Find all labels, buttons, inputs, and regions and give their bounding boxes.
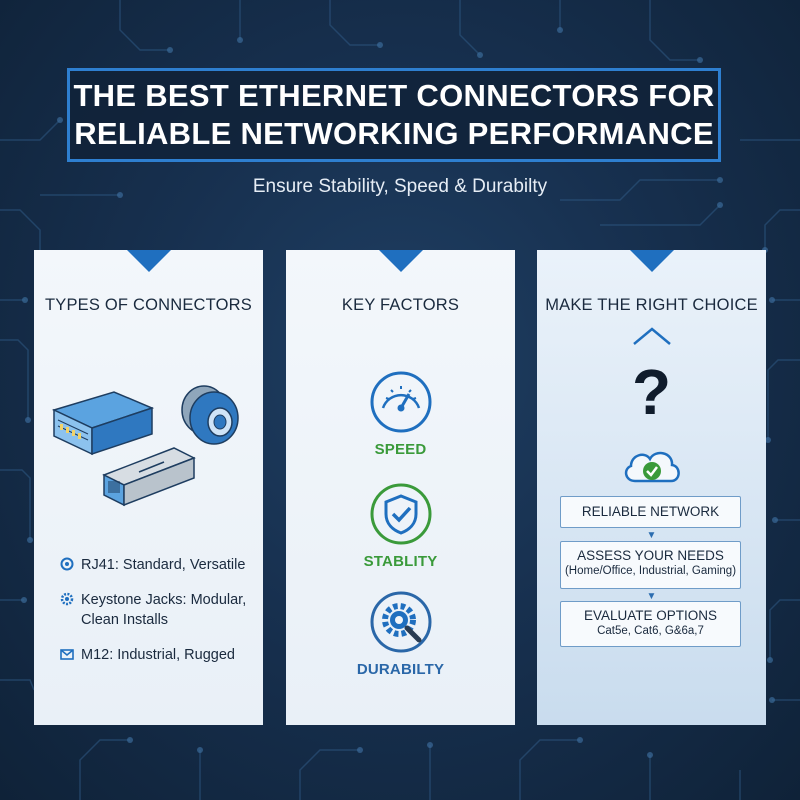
factor-label: SPEED xyxy=(374,441,427,458)
subtitle: Ensure Stability, Speed & Durabilty xyxy=(252,176,548,197)
panel-title: KEY FACTORS xyxy=(341,296,460,314)
envelope-icon xyxy=(60,649,74,660)
factor-stability: STABLITY xyxy=(286,482,515,570)
factor-label: DURABILTY xyxy=(356,661,445,678)
chevron-up-icon xyxy=(633,327,671,345)
step-evaluate-options: EVALUATE OPTIONS Cat5e, Cat6, G&6a,7 xyxy=(560,601,741,647)
keystone-jack-illustration xyxy=(102,447,196,507)
speedometer-icon xyxy=(370,371,431,433)
panel-types-of-connectors: TYPES OF CONNECTORS xyxy=(34,250,263,725)
gear-icon xyxy=(60,592,74,606)
list-item-text: RJ41: Standard, Versatile xyxy=(81,557,246,573)
down-arrow-icon: ▼ xyxy=(646,530,657,541)
connectors-illustration xyxy=(51,385,239,507)
list-item-text: M12: Industrial, Rugged xyxy=(81,647,235,663)
panel-title: TYPES OF CONNECTORS xyxy=(44,296,253,314)
list-item-text: Keystone Jacks: Modular, Clean Installs xyxy=(81,592,247,628)
step-subtitle: Cat5e, Cat6, G&6a,7 xyxy=(597,625,704,637)
step-reliable-network: RELIABLE NETWORK xyxy=(560,496,741,528)
connector-icon xyxy=(60,557,74,571)
panel-notch xyxy=(126,250,171,272)
cloud-check-icon xyxy=(624,451,680,483)
list-item: Keystone Jacks: Modular, Clean Installs xyxy=(60,590,260,630)
list-item: RJ41: Standard, Versatile xyxy=(60,555,260,575)
factor-durability: DURABILTY xyxy=(286,590,515,678)
step-title: RELIABLE NETWORK xyxy=(581,504,720,519)
title-line-1: THE BEST ETHERNET CONNECTORS FOR xyxy=(73,78,715,113)
step-subtitle: (Home/Office, Industrial, Gaming) xyxy=(564,565,737,577)
panel-title: MAKE THE RIGHT CHOICE xyxy=(545,296,758,314)
title-line-2: RELIABLE NETWORKING PERFORMANCE xyxy=(74,116,714,151)
question-mark: ? xyxy=(631,356,672,428)
m12-connector-illustration xyxy=(181,385,239,445)
down-arrow-icon: ▼ xyxy=(646,591,657,602)
factor-speed: SPEED xyxy=(286,370,515,458)
panel-notch xyxy=(378,250,423,272)
step-title: EVALUATE OPTIONS xyxy=(583,608,718,623)
panel-notch xyxy=(629,250,674,272)
connector-list: RJ41: Standard, Versatile Keystone Jacks… xyxy=(60,555,260,680)
list-item: M12: Industrial, Rugged xyxy=(60,645,260,665)
step-title: ASSESS YOUR NEEDS xyxy=(577,548,724,563)
rj-plug-illustration xyxy=(51,391,155,456)
factor-label: STABLITY xyxy=(363,553,438,570)
panel-key-factors: KEY FACTORS SPEED STABLITY xyxy=(286,250,515,725)
title-box: THE BEST ETHERNET CONNECTORS FOR RELIABL… xyxy=(67,68,721,162)
step-assess-needs: ASSESS YOUR NEEDS (Home/Office, Industri… xyxy=(560,541,741,589)
gear-wrench-icon xyxy=(370,591,431,653)
shield-check-icon xyxy=(370,483,431,545)
panel-make-the-right-choice: MAKE THE RIGHT CHOICE ? RELIABLE NETWORK… xyxy=(537,250,766,725)
